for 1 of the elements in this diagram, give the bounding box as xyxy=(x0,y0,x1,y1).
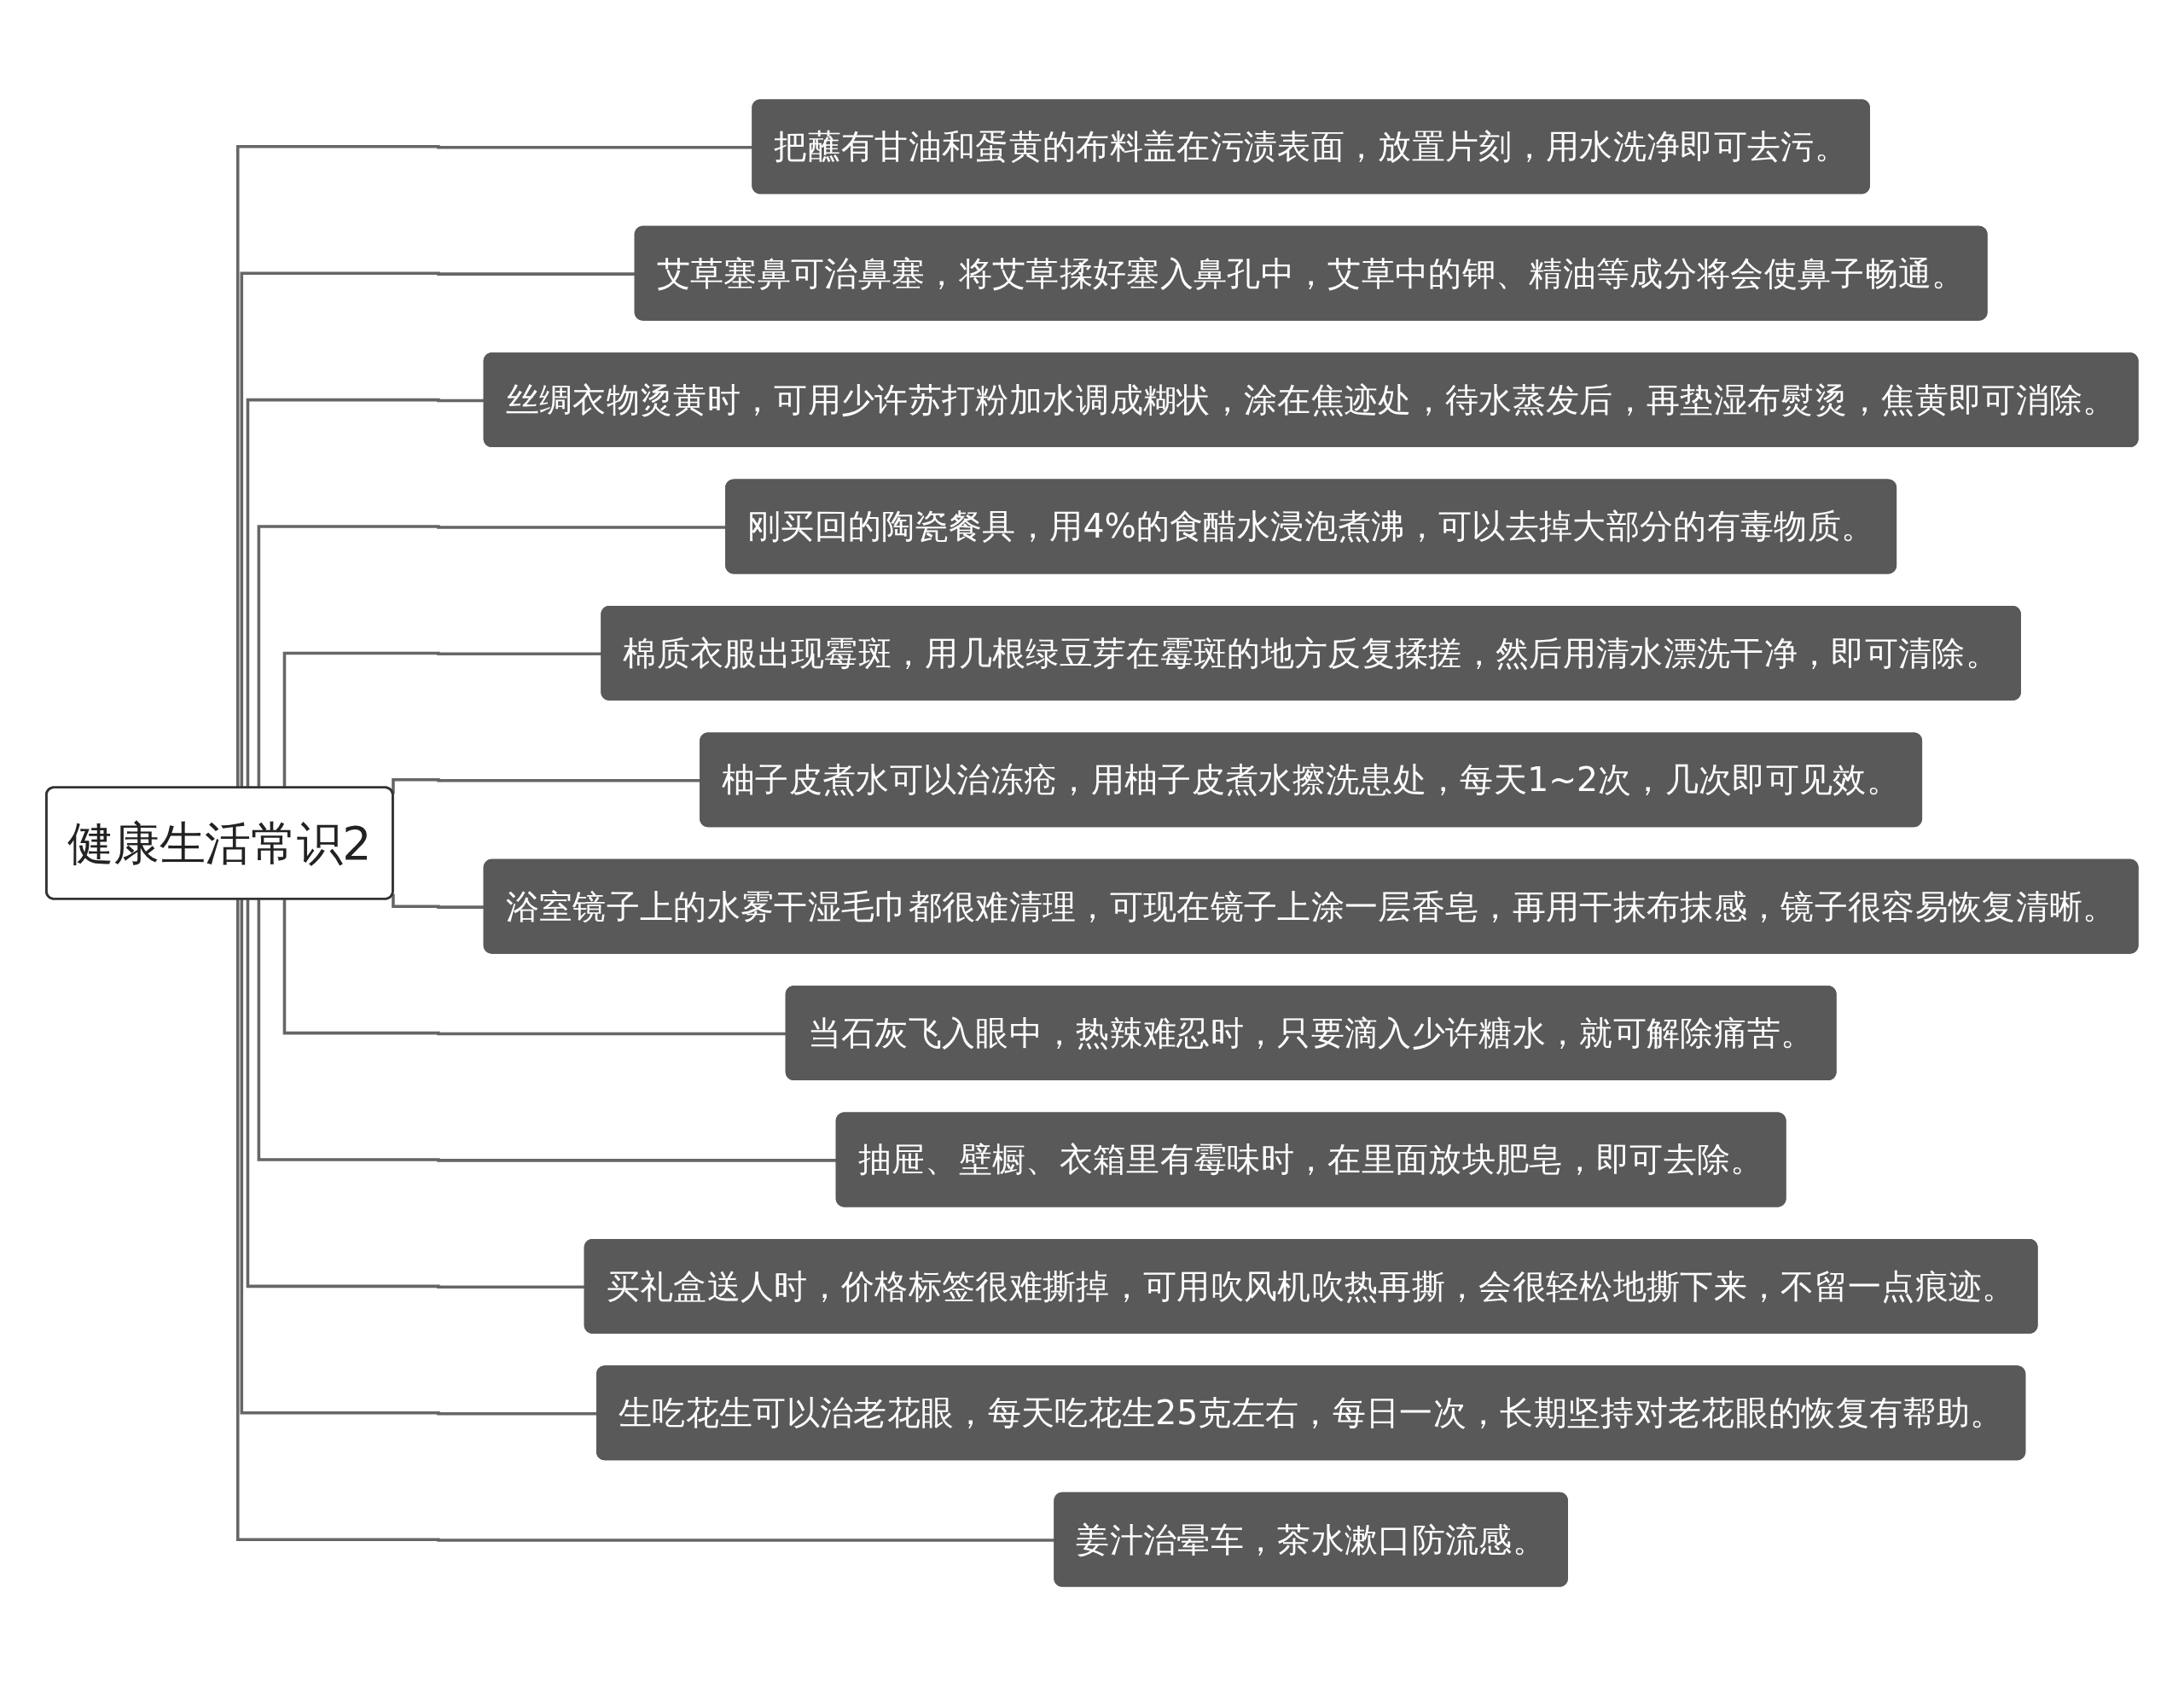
connector xyxy=(392,778,701,794)
